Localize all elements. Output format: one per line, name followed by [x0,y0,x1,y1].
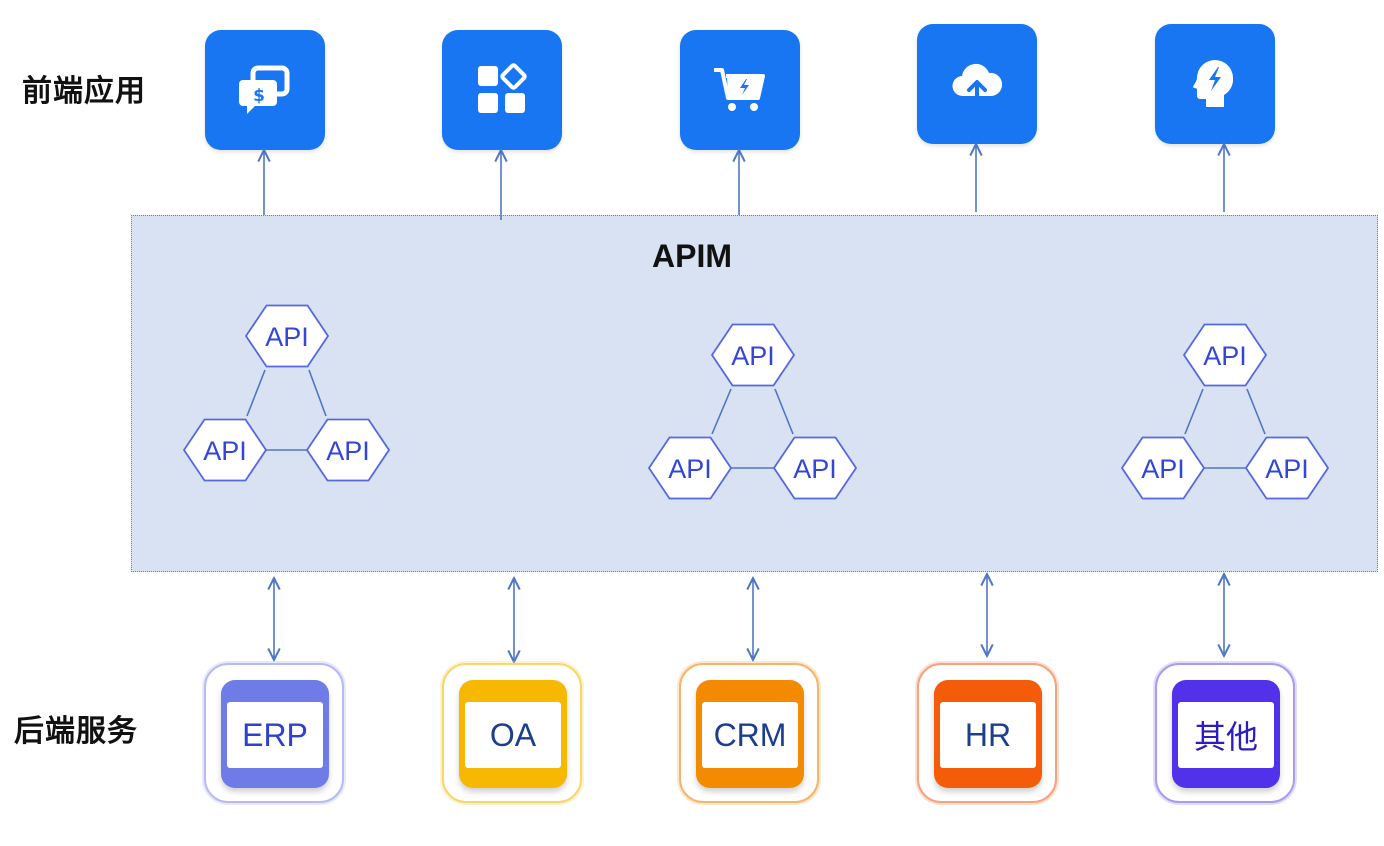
api-node: API [710,323,796,387]
apim-title: APIM [652,238,732,274]
api-node: API [647,436,733,500]
frontend-app-mind[interactable] [1155,24,1275,144]
backend-service-label: CRM [702,702,798,768]
api-cluster-1: API API API [182,304,391,482]
api-label: API [731,341,775,371]
api-link [308,369,327,417]
apim-gateway-panel [131,215,1378,572]
shopping-cart-icon [714,68,765,111]
frontend-app-apps[interactable] [442,30,562,150]
cloud-upload-icon [952,63,1003,104]
backend-service-tile: ERP [221,680,329,788]
api-link [774,388,794,435]
api-hexagon [647,436,733,500]
api-hexagon [1244,436,1330,500]
backend-service-label: 其他 [1178,702,1274,768]
api-cluster-2: API API API [647,323,858,500]
api-label: API [668,454,712,484]
api-node: API [1182,323,1268,387]
backend-row-label: 后端服务 [14,714,138,749]
api-hexagon [772,436,858,500]
api-node: API [1120,436,1206,500]
api-node: API [1244,436,1330,500]
frontend-app-payment[interactable]: $ [205,30,325,150]
api-link [246,369,266,417]
backend-service-label: ERP [227,702,323,768]
api-label: API [326,436,370,466]
api-hexagon [182,418,268,482]
api-hexagon [710,323,796,387]
backend-service-tile: CRM [696,680,804,788]
frontend-app-cloud[interactable] [917,24,1037,144]
backend-service-label: OA [465,702,561,768]
api-link [1246,388,1266,435]
api-hexagon [244,304,330,368]
mind-lightning-icon [1193,60,1234,107]
api-label: API [1203,341,1247,371]
backend-service-oa[interactable]: OA [442,663,582,803]
frontend-row-label: 前端应用 [22,74,146,109]
backend-service-tile: HR [934,680,1042,788]
api-node: API [182,418,268,482]
api-node: API [772,436,858,500]
api-cluster-3: API API API [1120,323,1330,500]
backend-service-other[interactable]: 其他 [1155,663,1295,803]
backend-service-tile: 其他 [1172,680,1280,788]
backend-service-crm[interactable]: CRM [679,663,819,803]
api-label: API [1141,454,1185,484]
backend-service-label: HR [940,702,1036,768]
api-hexagon [305,418,391,482]
backend-service-erp[interactable]: ERP [204,663,344,803]
api-label: API [265,322,309,352]
api-hexagon [1120,436,1206,500]
backend-service-hr[interactable]: HR [917,663,1057,803]
payment-chat-icon: $ [239,65,290,114]
api-hexagon [1182,323,1268,387]
api-node: API [244,304,330,368]
api-label: API [793,454,837,484]
frontend-app-shop[interactable] [680,30,800,150]
api-link [1184,388,1204,435]
api-label: API [1265,454,1309,484]
api-label: API [203,436,247,466]
api-link [711,388,732,435]
api-node: API [305,418,391,482]
svg-text:$: $ [253,86,265,106]
app-grid-icon [478,63,527,113]
backend-service-tile: OA [459,680,567,788]
